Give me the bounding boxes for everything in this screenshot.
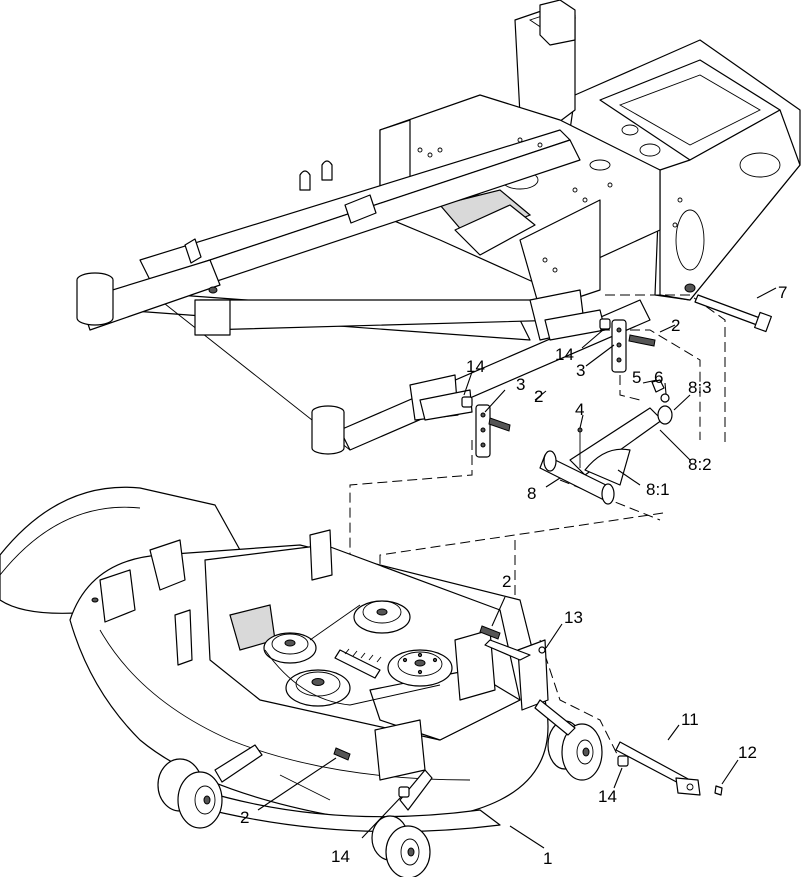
hardware-left <box>461 396 511 432</box>
pulley-idler-spring <box>334 648 382 679</box>
callout-7: 7 <box>778 283 787 302</box>
pulley-right-spindle <box>387 649 453 687</box>
deck-hardware <box>333 625 629 798</box>
callout-8-3: 8:3 <box>688 378 712 397</box>
callout-12: 12 <box>738 743 757 762</box>
callout-2-deck: 2 <box>502 572 511 591</box>
callout-2-upper-left: 2 <box>534 387 543 406</box>
chain-link-3-right <box>611 319 627 373</box>
callout-4: 4 <box>575 400 584 419</box>
callout-2-upper-right: 2 <box>671 316 680 335</box>
callout-8: 8 <box>527 484 536 503</box>
callout-14-lower: 14 <box>331 847 350 866</box>
callout-5: 5 <box>632 368 641 387</box>
callout-8-2: 8:2 <box>688 455 712 474</box>
pulley-center-top <box>353 600 411 634</box>
callout-14-upper-right: 14 <box>555 345 574 364</box>
traction-unit-frame <box>76 0 801 455</box>
callout-8-1: 8:1 <box>646 480 670 499</box>
caster-wheel-right <box>547 720 603 781</box>
pulley-front <box>285 669 351 707</box>
callout-labels: 7 2 14 3 14 3 2 4 5 6 8:3 8:2 8:1 8 2 13… <box>240 283 787 868</box>
pulley-left <box>263 632 317 664</box>
mower-deck <box>0 486 603 877</box>
hardware-right <box>599 318 670 403</box>
callout-1: 1 <box>543 849 552 868</box>
callout-2-lower: 2 <box>240 808 249 827</box>
bolt-7 <box>694 294 772 333</box>
callout-14-right: 14 <box>598 787 617 806</box>
callout-3-right: 3 <box>576 361 585 380</box>
callout-13: 13 <box>564 608 583 627</box>
leader-lines <box>257 287 777 849</box>
caster-wheel-left-rear <box>157 758 223 829</box>
chain-link-3-left <box>475 404 491 458</box>
callout-14-upper-left: 14 <box>466 357 485 376</box>
pivot-pin-11 <box>615 741 723 796</box>
callout-3-left: 3 <box>516 375 525 394</box>
lift-arm-assembly <box>539 405 673 505</box>
caster-wheel-left-front <box>371 815 431 877</box>
callout-6: 6 <box>654 368 663 387</box>
callout-11: 11 <box>681 710 699 729</box>
